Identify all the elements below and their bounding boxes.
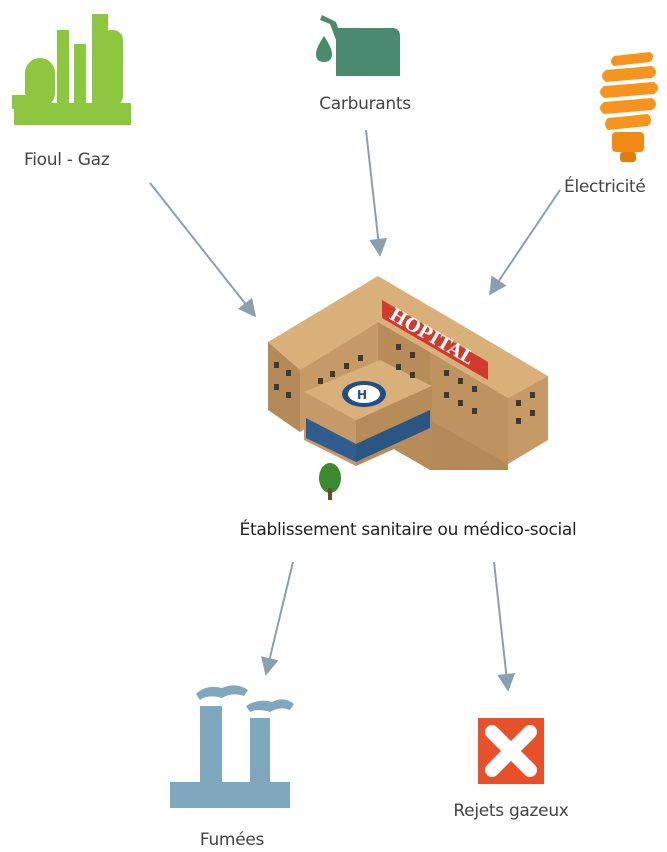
rejets-gazeux-label: Rejets gazeux (453, 801, 569, 821)
fioul-gaz-label: Fioul - Gaz (24, 150, 110, 170)
arrow-fioul-to-etablissement (149, 182, 257, 318)
fuel-can-icon (316, 15, 400, 76)
fumees-label: Fumées (199, 830, 265, 850)
arrows (149, 129, 561, 692)
etablissement-label: Établissement sanitaire ou médico-social (239, 520, 577, 540)
smokestack-icon (170, 685, 294, 808)
arrow-carburants-to-etablissement (365, 129, 388, 257)
arrow-etablissement-to-fumees (261, 561, 294, 676)
cross-icon (478, 718, 544, 784)
electricite-label: Électricité (564, 177, 646, 197)
arrow-etablissement-to-rejets (493, 561, 516, 692)
light-bulb-icon (600, 52, 658, 162)
svg-text:H: H (357, 388, 367, 402)
refinery-icon (12, 14, 131, 125)
carburants-label: Carburants (319, 94, 411, 114)
arrow-electricite-to-etablissement (488, 189, 561, 296)
hospital-icon: HOPITAL H (268, 276, 548, 500)
